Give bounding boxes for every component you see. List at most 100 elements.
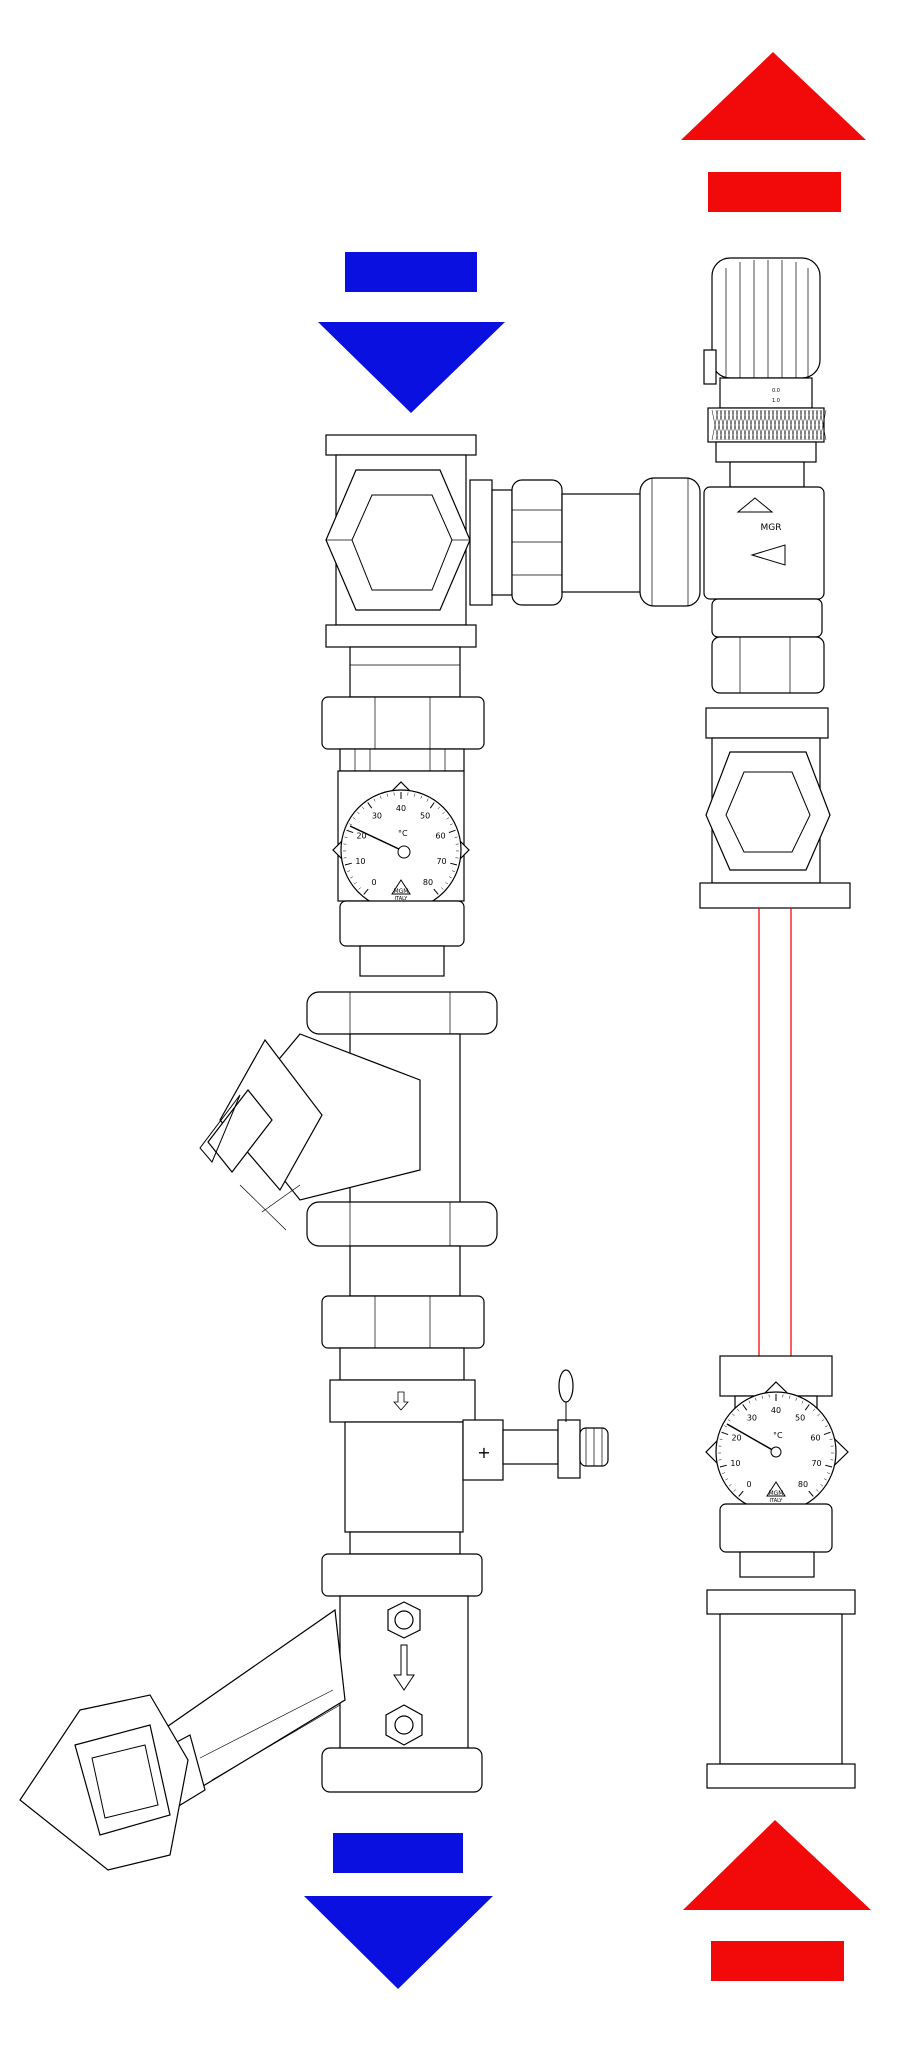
upper-gauge-label: 10 xyxy=(355,857,365,866)
upper-gauge-tick xyxy=(441,887,444,890)
hot-up-arrow-bottom-bar xyxy=(711,1941,844,1981)
lower-gauge-tick xyxy=(804,1404,810,1411)
lower-gauge-tick xyxy=(738,1490,744,1497)
upper-gauge-tick xyxy=(442,811,445,815)
lower-gauge-tick xyxy=(728,1484,732,1487)
upper-gauge-tick xyxy=(344,862,352,866)
upper-gauge-tick xyxy=(379,795,382,799)
upper-gauge-label: 60 xyxy=(435,832,445,841)
right-tee-flange xyxy=(699,882,851,909)
upper-gauge-tick xyxy=(347,870,351,872)
lower-gauge-tick xyxy=(721,1431,729,1436)
upper-gauge-tick xyxy=(437,806,440,810)
thermostat-scale-low: 0.0 xyxy=(772,388,780,394)
upper-gauge-tick xyxy=(362,806,365,810)
hot-up-arrow-bottom-head xyxy=(683,1820,871,1910)
upper-gauge-tick xyxy=(346,829,354,834)
balancing-flow-arrow xyxy=(393,1644,415,1691)
upper-gauge-tick xyxy=(358,887,361,890)
upper-gauge-label: 80 xyxy=(423,878,433,887)
flow-direction-arrow xyxy=(393,1391,409,1411)
lower-gauge-tick xyxy=(742,1404,748,1411)
upper-gauge-label: 70 xyxy=(436,857,446,866)
lower-gauge-label: 70 xyxy=(811,1459,821,1468)
upper-gauge-tick xyxy=(450,862,458,866)
check-valve: + xyxy=(329,1369,609,1555)
lower-gauge-label: 20 xyxy=(731,1434,741,1443)
lower-gauge-tick xyxy=(732,1413,735,1417)
upper-gauge-tick xyxy=(420,795,423,799)
lower-gauge-tick xyxy=(829,1438,833,1440)
upper-gauge-tick xyxy=(448,829,456,834)
upper-gauge-label: 30 xyxy=(372,812,382,821)
lower-gauge-needle xyxy=(726,1423,777,1453)
lower-gauge-tick xyxy=(824,1425,828,1428)
valve-brand: MGR xyxy=(761,523,782,533)
lower-gauge-tick xyxy=(826,1472,830,1474)
lower-gauge-label: 30 xyxy=(747,1414,757,1423)
thermostat-knob xyxy=(711,257,821,379)
lower-gauge-tick xyxy=(812,1408,815,1412)
upper-gauge-tick xyxy=(433,888,439,895)
lower-gauge-tick xyxy=(823,1478,827,1481)
cold-in-arrow-head xyxy=(318,322,505,413)
upper-gauge-tick xyxy=(429,802,435,809)
upper-gauge-tick xyxy=(445,882,449,885)
valve-flow-triangle xyxy=(750,544,786,566)
lower-gauge-tick xyxy=(808,1490,814,1497)
lower-gauge-tick xyxy=(821,1419,825,1422)
upper-gauge-tick xyxy=(357,811,360,815)
lower-gauge-unit: °C xyxy=(773,1431,783,1440)
left-tee-fitting xyxy=(325,434,477,648)
hot-up-arrow-top-head xyxy=(681,52,866,140)
upper-gauge-tick xyxy=(451,870,455,872)
strainer-cap xyxy=(219,1038,323,1192)
upper-gauge-tick xyxy=(344,836,348,838)
cold-in-arrow xyxy=(318,252,505,413)
lower-gauge-label: 80 xyxy=(798,1480,808,1489)
lower-gauge-label: 60 xyxy=(810,1434,820,1443)
upper-gauge-tick xyxy=(350,876,354,879)
left-union-2 xyxy=(321,1245,485,1381)
cross-connection xyxy=(469,477,701,607)
upper-gauge-label: 0 xyxy=(371,878,376,887)
lower-gauge-tick xyxy=(789,1395,791,1399)
lower-gauge-tick xyxy=(737,1408,740,1412)
lower-gauge-hub xyxy=(770,1446,782,1458)
lower-gauge-tick xyxy=(817,1413,820,1417)
drain-cock-body xyxy=(502,1429,559,1465)
upper-gauge-tick xyxy=(349,823,353,826)
y-strainer xyxy=(199,991,498,1247)
upper-gauge-tick xyxy=(426,798,429,802)
upper-gauge-tick xyxy=(414,793,416,797)
upper-gauge-tick xyxy=(353,882,357,885)
lower-gauge-tick xyxy=(748,1400,751,1404)
thermostat-scale-high: 1.0 xyxy=(772,398,780,404)
lower-gauge-tick xyxy=(724,1425,728,1428)
lower-gauge-brand: MGM xyxy=(768,1490,783,1497)
lower-gauge-tick xyxy=(733,1489,736,1492)
upper-gauge-tick xyxy=(363,888,369,895)
cold-out-arrow-bar xyxy=(333,1833,463,1873)
lower-gauge-label: 0 xyxy=(746,1480,751,1489)
drain-symbol: + xyxy=(477,1443,490,1462)
lower-gauge-tick xyxy=(795,1397,798,1401)
lower-gauge-origin: ITALY xyxy=(770,1498,784,1504)
upper-gauge-tick xyxy=(454,836,458,838)
hot-up-arrow-top xyxy=(681,52,866,212)
upper-gauge-tick xyxy=(352,817,356,820)
upper-gauge-label: 40 xyxy=(396,804,406,813)
upper-gauge-hub xyxy=(397,845,411,859)
lower-gauge-tick xyxy=(719,1438,723,1440)
knurl-line xyxy=(819,409,827,441)
upper-gauge-needle xyxy=(349,825,402,851)
upper-gauge-logo-triangle xyxy=(391,879,411,895)
lower-gauge-label: 40 xyxy=(771,1406,781,1415)
right-tee-fitting xyxy=(699,737,851,909)
upper-gauge-unit: °C xyxy=(398,829,408,838)
upper-gauge-label: 20 xyxy=(356,832,366,841)
upper-gauge-origin: ITALY xyxy=(395,896,409,902)
